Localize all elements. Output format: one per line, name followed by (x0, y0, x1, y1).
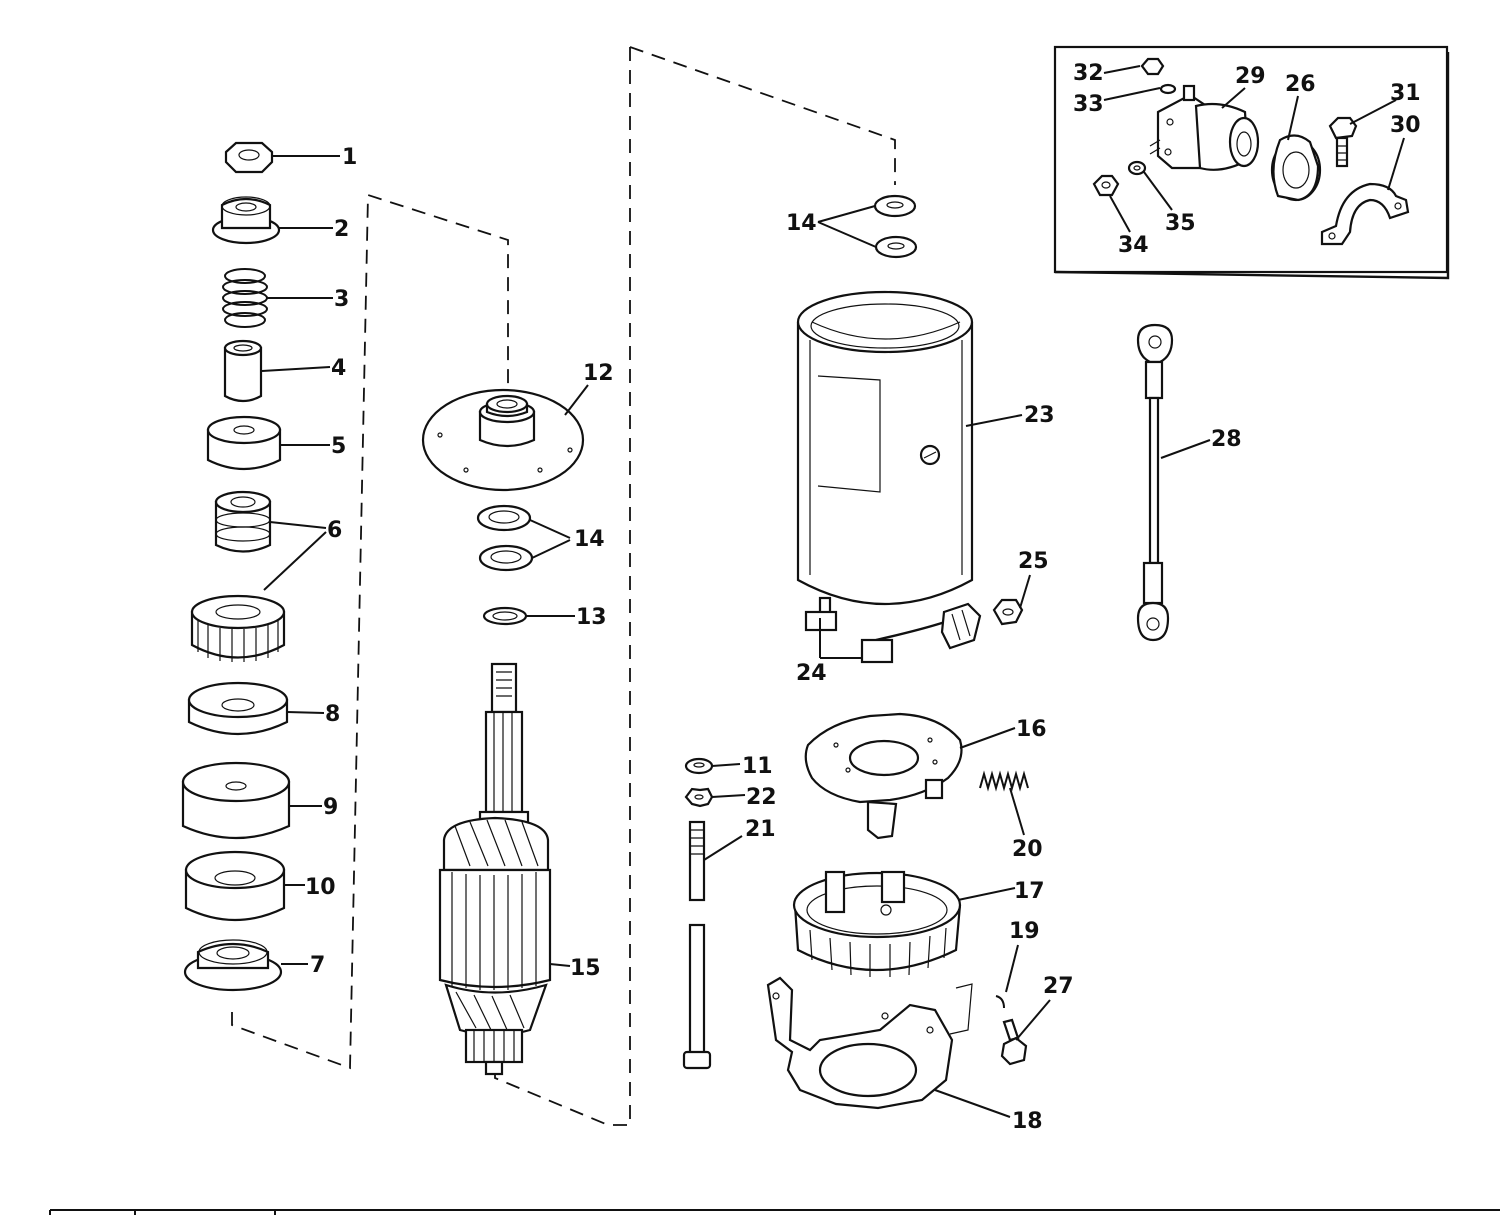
callout-26: 26 (1285, 72, 1316, 97)
part-10-ring (184, 850, 286, 922)
part-6-drive-pinion (214, 490, 272, 553)
part-24-brush-leads (804, 596, 982, 664)
callout-21: 21 (745, 817, 776, 842)
part-17-commutator-end-cap (792, 870, 962, 977)
part-28-cable (1136, 323, 1174, 642)
part-5-collar (206, 415, 282, 470)
callout-17: 17 (1014, 879, 1045, 904)
callout-12: 12 (583, 361, 614, 386)
part-2-cap (211, 196, 281, 245)
callout-14-center: 14 (574, 527, 605, 552)
callout-1: 1 (342, 145, 357, 170)
part-14-washer-pair-upper (873, 194, 918, 259)
callout-30: 30 (1390, 113, 1421, 138)
callout-2: 2 (334, 217, 349, 242)
part-34-nut (1092, 174, 1120, 197)
part-1-hex-nut (224, 141, 274, 174)
callout-24: 24 (796, 661, 827, 686)
part-19-clip (949, 983, 1005, 1035)
part-8-washer (187, 681, 289, 736)
part-33-washer (1159, 83, 1177, 95)
part-11-washer (684, 757, 714, 775)
callout-10: 10 (305, 875, 336, 900)
part-32-nut (1140, 57, 1165, 76)
part-18-mounting-bracket (766, 976, 954, 1110)
part-25-nut (992, 598, 1024, 626)
part-31-bolt (1328, 116, 1358, 168)
part-20-brush-springs (979, 770, 1029, 792)
part-14-washer-pair-center (476, 504, 534, 572)
callout-5: 5 (331, 434, 346, 459)
callout-6: 6 (327, 518, 342, 543)
part-12-end-plate (421, 388, 585, 492)
part-21-through-bolt (682, 820, 712, 1070)
callout-25: 25 (1018, 549, 1049, 574)
part-13-thrust-washer (482, 606, 528, 626)
callout-29: 29 (1235, 64, 1266, 89)
callout-23: 23 (1024, 403, 1055, 428)
part-30-clamp (1320, 182, 1410, 246)
callout-9: 9 (323, 795, 338, 820)
callout-32: 32 (1073, 61, 1104, 86)
callout-19: 19 (1009, 919, 1040, 944)
callout-15: 15 (570, 956, 601, 981)
callout-4: 4 (331, 356, 346, 381)
part-22-lock-washer (684, 787, 714, 808)
callout-35: 35 (1165, 211, 1196, 236)
part-26-boot (1270, 134, 1322, 202)
callout-7: 7 (310, 953, 325, 978)
part-9-spacer (181, 761, 291, 840)
part-6-gear (190, 594, 286, 662)
callout-22: 22 (746, 785, 777, 810)
bottom-border-line (49, 1209, 1500, 1215)
callout-14-upper: 14 (786, 211, 817, 236)
callout-27: 27 (1043, 974, 1074, 999)
part-29-solenoid (1149, 84, 1260, 171)
part-35-lock-washer (1127, 160, 1147, 176)
callout-16: 16 (1016, 717, 1047, 742)
assembly-dashed-lines (231, 46, 896, 1126)
callout-34: 34 (1118, 233, 1149, 258)
part-4-sleeve (223, 339, 263, 403)
callout-18: 18 (1012, 1109, 1043, 1134)
leader-lines (261, 65, 1405, 1118)
part-7-cap (183, 939, 283, 992)
callout-13: 13 (576, 605, 607, 630)
callout-11: 11 (742, 754, 773, 779)
part-23-field-frame (796, 290, 974, 606)
part-15-armature (438, 662, 552, 1076)
callout-31: 31 (1390, 81, 1421, 106)
part-27-screw (1000, 1018, 1028, 1066)
callout-28: 28 (1211, 427, 1242, 452)
callout-33: 33 (1073, 92, 1104, 117)
part-callouts: 1 2 3 4 5 6 8 9 10 7 12 14 13 15 11 22 2… (305, 61, 1421, 1134)
callout-20: 20 (1012, 837, 1043, 862)
callout-8: 8 (325, 702, 340, 727)
part-3-spring (222, 268, 268, 328)
part-16-brush-plate (804, 712, 963, 840)
callout-3: 3 (334, 287, 349, 312)
